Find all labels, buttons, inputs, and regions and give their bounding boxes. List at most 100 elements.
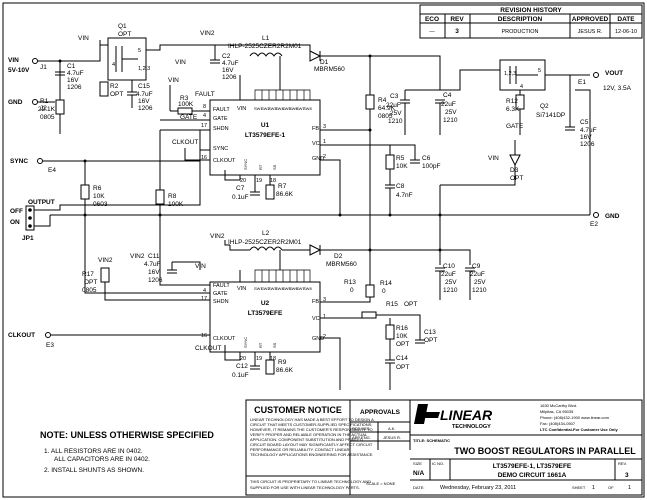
- c4-voltage: 25V: [445, 109, 457, 116]
- u2-part: LT3579EFE: [248, 310, 283, 317]
- rev-cell-description: PRODUCTION: [502, 29, 539, 35]
- d3-ref: D3: [510, 167, 519, 174]
- l2-value: IHLP-2525CZER2R2M01: [228, 239, 302, 246]
- l2-ref: L2: [262, 230, 270, 237]
- r4-value: 64.9K: [378, 105, 396, 112]
- l1-symbol: [249, 52, 283, 57]
- u1-num-17: 17: [201, 123, 207, 129]
- u1-num-2: 2: [323, 154, 326, 160]
- u1-sw4: SW4: [275, 106, 284, 111]
- u2-pin-shdn: SHDN: [213, 299, 229, 305]
- u2-body: [209, 281, 321, 353]
- r9-ref: R9: [278, 359, 287, 366]
- u1-pin-fault: FAULT: [213, 107, 230, 113]
- r12-value: 6.3K: [506, 106, 520, 113]
- r7-ref: R7: [278, 183, 287, 190]
- icno-label: IC NO.: [432, 461, 444, 466]
- input-section: VIN 5V-10V J1 GND J2 C1 4.7uF 16V 1206 R…: [8, 23, 441, 134]
- address-1: 1630 McCarthy Blvd.: [540, 403, 577, 408]
- u1-sw8: SW8: [303, 106, 312, 111]
- r7-value: 86.6K: [276, 191, 294, 198]
- ic-value: LT3579EFE-1, LT3579EFE: [493, 463, 572, 470]
- c11-voltage: 16V: [148, 269, 160, 276]
- r1-package: 0805: [40, 114, 55, 121]
- u2-sw4: SW4: [275, 286, 284, 291]
- notice-line-8: TECHNOLOGY APPLICATIONS ENGINEERING FOR …: [250, 452, 373, 457]
- d3-symbol: [509, 154, 521, 167]
- c5-voltage: 16V: [580, 134, 592, 141]
- confidential-note: LTC Confidential-For Customer Use Only: [540, 427, 618, 432]
- r4-package: 0805: [378, 113, 393, 120]
- c4-package: 1210: [443, 117, 458, 124]
- e4-label: E4: [48, 167, 56, 174]
- notice-line-2: CIRCUIT THAT MEETS CUSTOMER-SUPPLIED SPE…: [250, 422, 372, 427]
- rev-cell-approved: JESUS R.: [578, 29, 603, 35]
- u1-pin-sync-b: SYNC: [243, 159, 248, 170]
- c9-voltage: 25V: [474, 279, 486, 286]
- date-value: Wednesday, February 23, 2011: [440, 485, 516, 491]
- of-label: OF: [608, 485, 614, 490]
- c15-value: 4.7uF: [136, 91, 153, 98]
- c1-package: 1206: [67, 84, 82, 91]
- u1-sw5: SW5: [282, 106, 291, 111]
- jp1-off-label: OFF: [10, 208, 23, 215]
- u2-pin-gate: GATE: [213, 291, 228, 297]
- address-3: Phone: (408)432-1900 www.linear.com: [540, 415, 610, 420]
- terminal-clkout: [45, 332, 51, 338]
- notes-block: NOTE: UNLESS OTHERWISE SPECIFIED 1. ALL …: [40, 430, 214, 474]
- u1-num-4: 4: [203, 113, 206, 119]
- u2-num-16: 16: [201, 333, 207, 339]
- lower-channel: VIN2 L2 IHLP-2525CZER2R2M01 D2 MBRM560 V…: [8, 215, 487, 390]
- linear-logo: LINEAR TECHNOLOGY: [414, 404, 493, 430]
- q2-ref: Q2: [540, 103, 549, 110]
- u2-pin-rt: RT: [258, 342, 263, 348]
- u2-pin-vc: VC: [312, 316, 320, 322]
- c14-value: OPT: [396, 364, 409, 371]
- u1-pin-vc: VC: [312, 141, 320, 147]
- svg-text:4: 4: [112, 62, 115, 68]
- port-vin-range: 5V-10V: [8, 67, 30, 74]
- d1-symbol: [309, 50, 322, 62]
- u1-num-8: 8: [203, 104, 206, 110]
- notice-line-4: VERIFY PROPER AND RELIABLE OPERATION IN …: [250, 432, 368, 437]
- e1-label: E1: [578, 79, 586, 86]
- pcb-des-label: PCB DES.: [352, 426, 371, 431]
- app-eng-label: APP ENG.: [352, 435, 371, 440]
- r5-ref: R5: [396, 155, 405, 162]
- u2-pin-fb: FB: [312, 299, 319, 305]
- r15-ref: R15: [386, 301, 398, 308]
- j2-label: J2: [40, 105, 47, 112]
- c3-voltage: 25V: [390, 110, 402, 117]
- app-eng-value: JESUS R.: [383, 435, 401, 440]
- r14-value: 0: [382, 288, 386, 295]
- r17-ref: R17: [82, 271, 94, 278]
- r17-value: OPT: [84, 279, 97, 286]
- terminal-gnd-out: [593, 212, 599, 218]
- u1-sw2: SW2: [261, 106, 270, 111]
- r4-ref: R4: [378, 97, 387, 104]
- u2-pin-sync-b: SYNC: [243, 337, 248, 348]
- c7-value: 0.1uF: [232, 194, 249, 201]
- port-gnd-label: GND: [8, 99, 23, 106]
- u2-pin-gnd: GND: [312, 336, 324, 342]
- c11-ref: C11: [148, 253, 160, 260]
- svg-text:4: 4: [520, 84, 523, 90]
- u1-chip: U1 LT3579EFE-1 FAULT GATE SHDN SYNC CLKO…: [159, 56, 326, 201]
- u1-pin-gate: GATE: [213, 116, 228, 122]
- note-2: 2. INSTALL SHUNTS AS SHOWN.: [44, 467, 144, 474]
- u1-sw-pins: SW1 SW2 SW3 SW4 SW5 SW6 SW7 SW8: [254, 106, 312, 111]
- u1-num-3: 3: [323, 124, 326, 130]
- svg-text:1,2,3: 1,2,3: [504, 71, 516, 77]
- c5-value: 4.7uF: [580, 127, 597, 134]
- u2-num-19: 19: [256, 356, 262, 362]
- jp1-output-label: OUTPUT: [28, 199, 55, 206]
- terminal-vout: [593, 72, 599, 78]
- q1-value: OPT: [118, 31, 131, 38]
- r16-value: 10K: [396, 333, 408, 340]
- r1-value: 22.1K: [38, 106, 56, 113]
- c10-value: 22uF: [441, 271, 456, 278]
- notice-line-1: LINEAR TECHNOLOGY HAS MADE A BEST EFFORT…: [250, 417, 374, 422]
- of-value: 1: [628, 485, 631, 491]
- c12-ref: C12: [236, 363, 248, 370]
- c2-voltage: 16V: [222, 67, 234, 74]
